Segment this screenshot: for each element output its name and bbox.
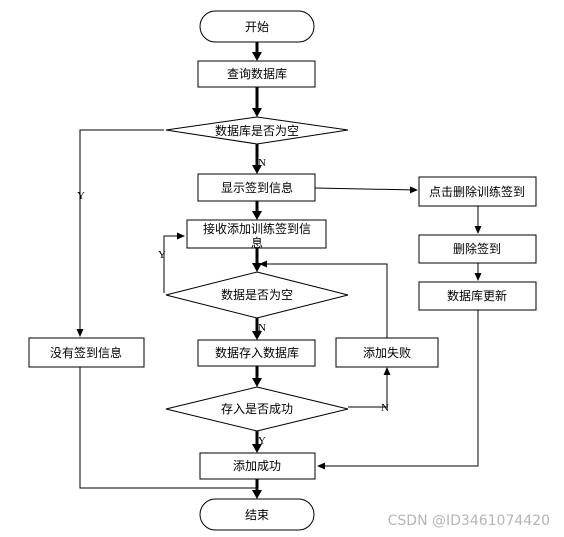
edge-label-data-empty-no: N <box>258 322 266 334</box>
edge-update-to-added <box>317 310 479 470</box>
edge-label-db-empty-yes: Y <box>77 190 85 202</box>
node-data-empty-label: 数据是否为空 <box>221 287 293 302</box>
node-no-checkin: 没有签到信息 <box>28 337 145 368</box>
node-db-empty-label: 数据库是否为空 <box>215 123 299 138</box>
node-db-empty-decision: 数据库是否为空 <box>165 116 349 145</box>
node-save-db-label: 数据存入数据库 <box>215 345 299 360</box>
node-show-checkin-label: 显示签到信息 <box>221 180 293 195</box>
node-save-success-label: 存入是否成功 <box>221 402 293 416</box>
node-data-empty-decision: 数据是否为空 <box>165 271 349 319</box>
edge-label-db-empty-no: N <box>258 157 266 169</box>
node-receive-add: 接收添加训练签到信 息 <box>186 219 327 250</box>
edge-label-data-empty-yes: Y <box>158 249 166 261</box>
node-delete-checkin: 删除签到 <box>418 234 537 264</box>
node-show-checkin: 显示签到信息 <box>197 173 316 202</box>
node-query-db-label: 查询数据库 <box>227 66 287 81</box>
node-click-delete-label: 点击删除训练签到 <box>429 184 525 199</box>
edge-nocheckin-to-end <box>79 367 257 489</box>
node-end: 结束 <box>199 498 315 531</box>
edge-show-to-delete <box>314 186 418 194</box>
node-db-update: 数据库更新 <box>418 281 537 311</box>
edge-fail-to-loop <box>259 260 388 338</box>
edge-success-no <box>348 367 391 408</box>
edge-dataempty-yes <box>163 232 185 293</box>
node-save-db: 数据存入数据库 <box>197 339 316 367</box>
edge-label-save-success-no: N <box>381 402 389 414</box>
node-add-fail-label: 添加失败 <box>363 345 411 360</box>
connectors <box>76 42 482 499</box>
watermark: CSDN @ID3461074420 <box>388 513 550 529</box>
node-click-delete: 点击删除训练签到 <box>418 176 537 207</box>
node-save-success-decision: 存入是否成功 <box>165 386 349 432</box>
edge-dbempty-yes <box>76 129 164 337</box>
node-no-checkin-label: 没有签到信息 <box>50 345 122 360</box>
node-db-update-label: 数据库更新 <box>447 288 507 303</box>
node-query-db: 查询数据库 <box>197 60 316 88</box>
node-start-label: 开始 <box>245 20 269 34</box>
node-end-label: 结束 <box>245 508 269 522</box>
node-start: 开始 <box>199 10 315 43</box>
node-receive-add-label-2: 息 <box>251 235 263 250</box>
node-add-success: 添加成功 <box>199 452 316 480</box>
node-add-fail: 添加失败 <box>335 337 439 368</box>
edge-label-save-success-yes: Y <box>258 435 266 447</box>
node-delete-checkin-label: 删除签到 <box>453 241 501 256</box>
node-add-success-label: 添加成功 <box>233 459 281 473</box>
node-receive-add-label-1: 接收添加训练签到信 <box>203 221 311 236</box>
